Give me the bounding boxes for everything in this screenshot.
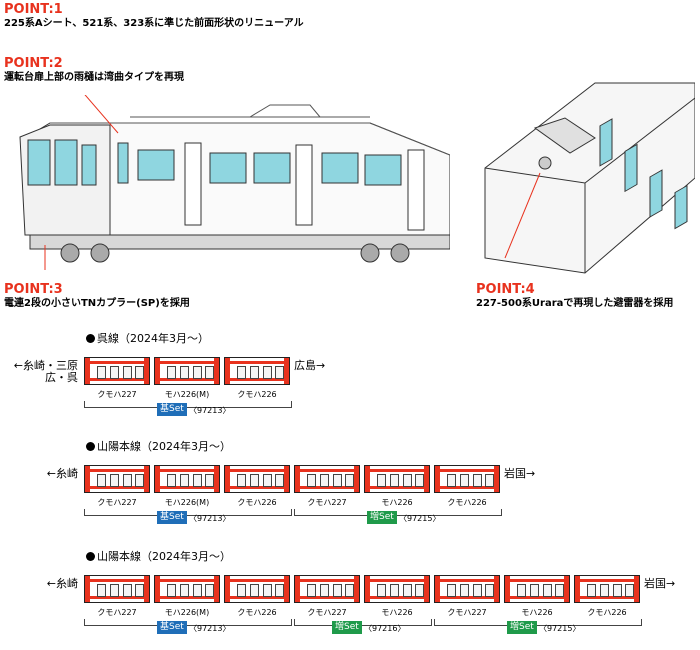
- train-car: [574, 575, 640, 603]
- car-label: クモハ226: [237, 608, 277, 617]
- section-heading-text: 山陽本線（2024年3月〜）: [97, 440, 231, 453]
- car-label: クモハ227: [447, 608, 487, 617]
- section-heading: 山陽本線（2024年3月〜）: [86, 548, 231, 564]
- section-heading: 呉線（2024年3月〜）: [86, 330, 209, 346]
- set-bracket: [84, 401, 292, 408]
- set-bracket: [84, 509, 292, 516]
- set-badge: 基Set: [157, 621, 187, 634]
- car-label: モハ226(M): [164, 390, 210, 399]
- train-car: [224, 575, 290, 603]
- car-label: クモハ227: [97, 498, 137, 507]
- set-number: 〈97216〉: [364, 624, 406, 633]
- left-destination: ←糸崎: [46, 577, 78, 590]
- set-number: 〈97215〉: [539, 624, 581, 633]
- set-number: 〈97213〉: [189, 406, 231, 415]
- car-label: クモハ226: [447, 498, 487, 507]
- section-heading-text: 山陽本線（2024年3月〜）: [97, 550, 231, 563]
- car-label: クモハ227: [97, 608, 137, 617]
- right-destination: 岩国→: [504, 467, 536, 480]
- car-label: モハ226: [381, 498, 413, 507]
- set-badge: 増Set: [367, 511, 397, 524]
- train-car: [364, 465, 430, 493]
- set-number: 〈97213〉: [189, 514, 231, 523]
- car-label: クモハ227: [307, 498, 347, 507]
- car-label: モハ226(M): [164, 608, 210, 617]
- car-label: クモハ227: [97, 390, 137, 399]
- point-2-desc: 運転台扉上部の雨樋は湾曲タイプを再現: [4, 72, 184, 83]
- train-car: [434, 465, 500, 493]
- point-3: POINT:3 電連2段の小さいTNカプラー(SP)を採用: [4, 283, 190, 310]
- set-number: 〈97215〉: [399, 514, 441, 523]
- point-3-title: POINT:3: [4, 282, 63, 297]
- bullet-icon: [86, 442, 95, 451]
- point-2-title: POINT:2: [4, 56, 63, 71]
- set-bracket: [294, 619, 432, 626]
- set-bracket: [434, 619, 642, 626]
- section-heading: 山陽本線（2024年3月〜）: [86, 438, 231, 454]
- point-4: POINT:4 227-500系Uraraで再現した避雷器を採用: [476, 283, 673, 310]
- car-label: クモハ226: [587, 608, 627, 617]
- bullet-icon: [86, 552, 95, 561]
- right-destination: 広島→: [294, 359, 326, 372]
- car-label: クモハ227: [307, 608, 347, 617]
- car-label: クモハ226: [237, 498, 277, 507]
- train-car: [224, 357, 290, 385]
- left-destination: ←糸崎・三原 広・呉: [13, 359, 78, 384]
- left-destination: ←糸崎: [46, 467, 78, 480]
- car-label: クモハ226: [237, 390, 277, 399]
- point-4-title: POINT:4: [476, 282, 535, 297]
- train-car: [434, 575, 500, 603]
- set-badge: 基Set: [157, 511, 187, 524]
- bullet-icon: [86, 334, 95, 343]
- car-label: モハ226: [381, 608, 413, 617]
- car-label: モハ226: [521, 608, 553, 617]
- train-car: [84, 465, 150, 493]
- right-destination: 岩国→: [644, 577, 676, 590]
- point-1: POINT:1 225系Aシート、521系、323系に準じた前面形状のリニューア…: [4, 3, 304, 30]
- car-label: モハ226(M): [164, 498, 210, 507]
- train-side-illustration: [19, 95, 450, 270]
- train-car: [154, 575, 220, 603]
- set-bracket: [294, 509, 502, 516]
- train-roof-illustration: [484, 82, 695, 274]
- point-2: POINT:2 運転台扉上部の雨樋は湾曲タイプを再現: [4, 57, 184, 84]
- set-bracket: [84, 619, 292, 626]
- set-badge: 基Set: [157, 403, 187, 416]
- train-car: [154, 465, 220, 493]
- set-number: 〈97213〉: [189, 624, 231, 633]
- train-car: [84, 357, 150, 385]
- train-car: [84, 575, 150, 603]
- train-car: [224, 465, 290, 493]
- point-1-desc: 225系Aシート、521系、323系に準じた前面形状のリニューアル: [4, 18, 304, 29]
- point-1-title: POINT:1: [4, 2, 63, 17]
- train-car: [294, 575, 360, 603]
- set-badge: 増Set: [332, 621, 362, 634]
- point-4-desc: 227-500系Uraraで再現した避雷器を採用: [476, 298, 674, 309]
- train-car: [154, 357, 220, 385]
- train-car: [364, 575, 430, 603]
- train-car: [504, 575, 570, 603]
- set-badge: 増Set: [507, 621, 537, 634]
- section-heading-text: 呉線（2024年3月〜）: [97, 332, 209, 345]
- train-car: [294, 465, 360, 493]
- point-3-desc: 電連2段の小さいTNカプラー(SP)を採用: [4, 298, 190, 309]
